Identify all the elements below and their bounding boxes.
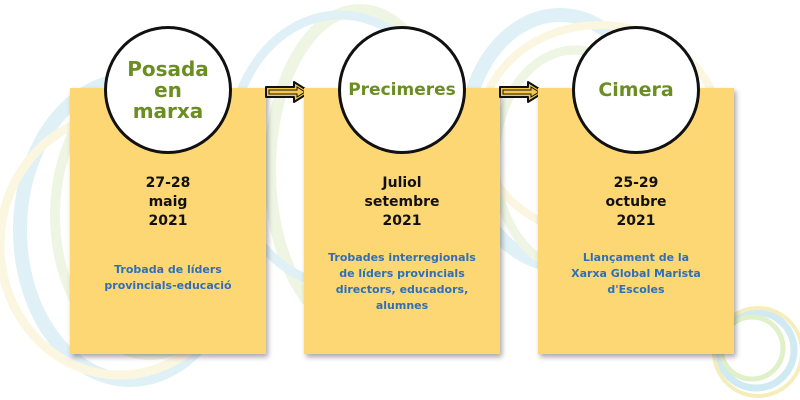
stage-2-desc-line: Trobades interregionals (328, 251, 476, 264)
stage-2-date-line: 2021 (382, 213, 422, 229)
stage-1-title-line: marxa (132, 98, 204, 123)
stage-1-description: Trobada de líders provincials-educació (78, 262, 258, 294)
stage-2-desc-line: directors, educadors, (335, 283, 469, 296)
stage-2-date-line: setembre (364, 194, 440, 210)
stage-card-1: 27-28 maig 2021 Trobada de líders provin… (70, 88, 266, 354)
stage-3-desc-line: Llançament de la (582, 251, 690, 264)
stage-2-date-line: Juliol (382, 175, 422, 191)
stage-3-title-circle: Cimera (572, 26, 700, 154)
stage-3-date-line: octubre (605, 194, 667, 210)
stage-2-desc-line: de líders provincials (339, 267, 465, 280)
stage-1-date-line: maig (148, 194, 188, 210)
stage-1-date-line: 2021 (148, 213, 188, 229)
stage-3-date-line: 25-29 (613, 175, 659, 191)
stage-1-title-line: Posada (127, 56, 209, 81)
stage-2-desc-line: alumnes (375, 299, 429, 312)
right-arrow-icon (499, 81, 545, 103)
stage-2-date: Juliol setembre 2021 (304, 174, 500, 231)
stage-3-date-line: 2021 (616, 213, 656, 229)
stage-3-title-line: Cimera (598, 79, 674, 101)
stage-2-title-circle: Precimeres (338, 26, 466, 154)
stage-2-title-line: Precimeres (348, 80, 456, 100)
stage-3-desc-line: d'Escoles (607, 283, 665, 296)
stage-2-description: Trobades interregionals de líders provin… (312, 250, 492, 314)
stage-1-date: 27-28 maig 2021 (70, 174, 266, 231)
stage-1-title-circle: Posada en marxa (104, 26, 232, 154)
stage-1-desc-line: Trobada de líders (114, 263, 222, 276)
right-arrow-icon (265, 81, 311, 103)
stage-1-desc-line: provincials-educació (104, 279, 232, 292)
stage-1-title-line: en (154, 77, 182, 102)
stage-1-date-line: 27-28 (145, 175, 191, 191)
stage-3-desc-line: Xarxa Global Marista (571, 267, 701, 280)
stage-3-description: Llançament de la Xarxa Global Marista d'… (546, 250, 726, 298)
stage-3-date: 25-29 octubre 2021 (538, 174, 734, 231)
